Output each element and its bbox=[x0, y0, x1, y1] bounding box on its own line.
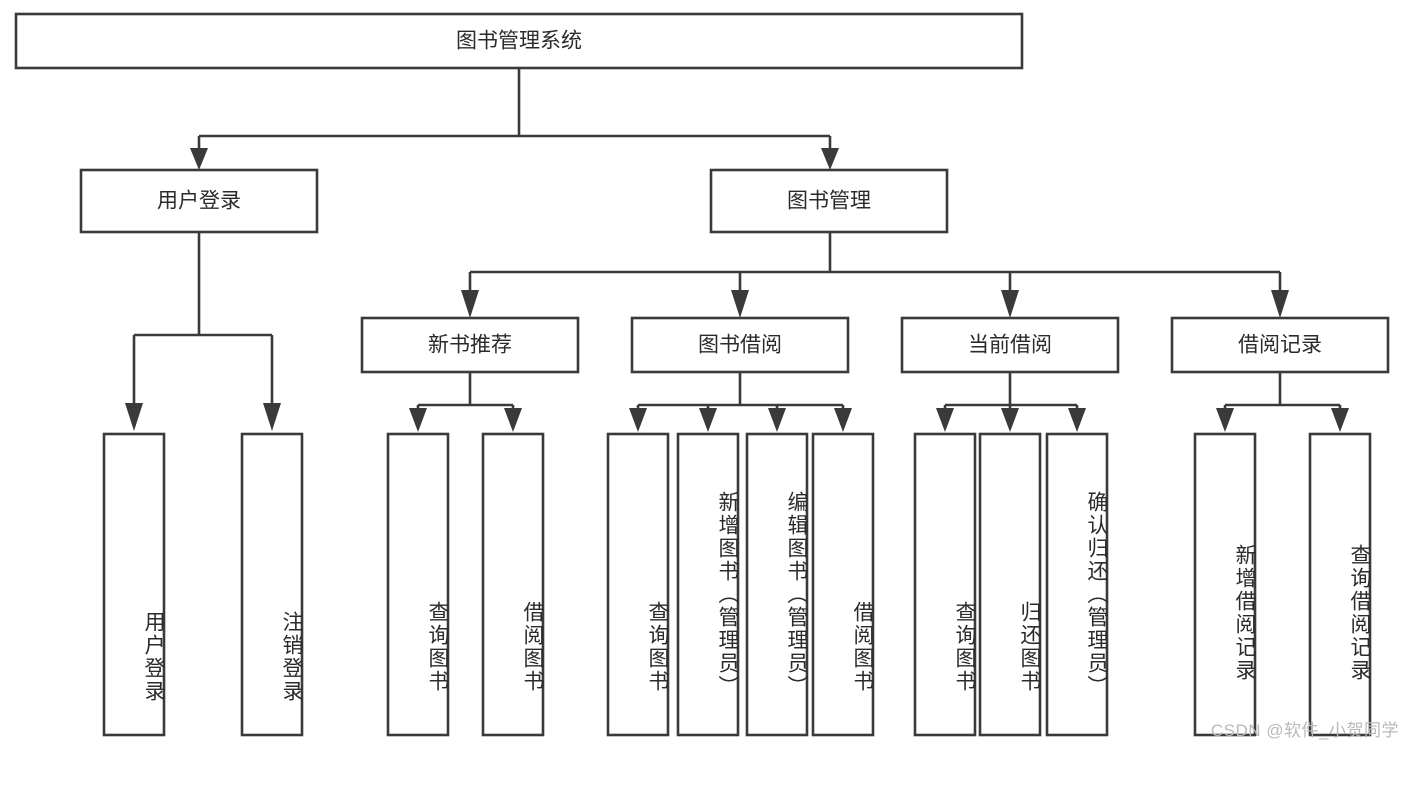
node-root-label: 图书管理系统 bbox=[456, 30, 582, 53]
leaf-box-confirm-return[interactable] bbox=[1045, 432, 1109, 737]
node-borrow-records-label: 借阅记录 bbox=[1238, 334, 1322, 357]
connector-bookmanage-to-level3 bbox=[461, 232, 1289, 318]
leaf-box-add-book[interactable] bbox=[676, 432, 740, 737]
arrow-head-leaf-query-book-1 bbox=[409, 408, 427, 432]
arrow-head-leaf-query-book-2 bbox=[629, 408, 647, 432]
leaf-box-query-record[interactable] bbox=[1308, 432, 1372, 737]
arrow-head-leaf-user-login bbox=[125, 403, 143, 431]
node-borrow-records[interactable] bbox=[1170, 316, 1390, 374]
node-current-borrow-label: 当前借阅 bbox=[968, 334, 1052, 357]
arrow-head-leaf-borrow-book-2 bbox=[834, 408, 852, 432]
tree-diagram-svg: 图书管理系统 用户登录 图书管理 新书推荐 图书借阅 当前借阅 借阅记录 bbox=[14, 12, 1390, 737]
diagram-canvas: 图书管理系统 用户登录 图书管理 新书推荐 图书借阅 当前借阅 借阅记录 用户登… bbox=[14, 12, 1399, 740]
arrow-head-book-borrow bbox=[731, 290, 749, 318]
node-user-login-label: 用户登录 bbox=[157, 190, 241, 213]
arrow-head-leaf-logout bbox=[263, 403, 281, 431]
arrow-head-leaf-confirm-return bbox=[1068, 408, 1086, 432]
arrow-head-leaf-return-book bbox=[1001, 408, 1019, 432]
connector-borrowrecords-to-leaves bbox=[1216, 372, 1349, 432]
arrow-head-leaf-query-record bbox=[1331, 408, 1349, 432]
arrow-head-leaf-query-book-3 bbox=[936, 408, 954, 432]
node-user-login[interactable] bbox=[79, 168, 319, 234]
arrow-head-new-book bbox=[461, 290, 479, 318]
node-book-borrow-label: 图书借阅 bbox=[698, 334, 782, 357]
leaf-box-add-record[interactable] bbox=[1193, 432, 1257, 737]
leaf-box-return-book[interactable] bbox=[978, 432, 1042, 737]
arrow-head-user-login bbox=[190, 148, 208, 170]
leaf-box-borrow-book-1[interactable] bbox=[481, 432, 545, 737]
arrow-head-book-manage bbox=[821, 148, 839, 170]
leaf-box-query-book-3[interactable] bbox=[913, 432, 977, 737]
leaf-box-logout[interactable] bbox=[240, 432, 304, 737]
node-book-manage-label: 图书管理 bbox=[787, 190, 871, 213]
node-current-borrow[interactable] bbox=[900, 316, 1120, 374]
leaf-box-query-book-1[interactable] bbox=[386, 432, 450, 737]
arrow-head-leaf-add-record bbox=[1216, 408, 1234, 432]
connector-bookborrow-to-leaves bbox=[629, 372, 852, 432]
node-book-manage[interactable] bbox=[709, 168, 949, 234]
leaf-box-edit-book[interactable] bbox=[745, 432, 809, 737]
leaf-box-query-book-2[interactable] bbox=[606, 432, 670, 737]
leaf-box-borrow-book-2[interactable] bbox=[811, 432, 875, 737]
connector-currentborrow-to-leaves bbox=[936, 372, 1086, 432]
node-new-book-recommend-label: 新书推荐 bbox=[428, 334, 512, 357]
node-root[interactable] bbox=[14, 12, 1024, 70]
connector-root-to-level2 bbox=[190, 68, 839, 170]
node-new-book-recommend[interactable] bbox=[360, 316, 580, 374]
node-book-borrow[interactable] bbox=[630, 316, 850, 374]
arrow-head-leaf-edit-book bbox=[768, 408, 786, 432]
connector-userlogin-to-leaves bbox=[125, 232, 281, 431]
arrow-head-current-borrow bbox=[1001, 290, 1019, 318]
arrow-head-borrow-records bbox=[1271, 290, 1289, 318]
csdn-watermark: CSDN @软件_小贺同学 bbox=[1210, 721, 1399, 740]
arrow-head-leaf-add-book bbox=[699, 408, 717, 432]
arrow-head-leaf-borrow-book-1 bbox=[504, 408, 522, 432]
leaf-box-user-login[interactable] bbox=[102, 432, 166, 737]
connector-newbook-to-leaves bbox=[409, 372, 522, 432]
